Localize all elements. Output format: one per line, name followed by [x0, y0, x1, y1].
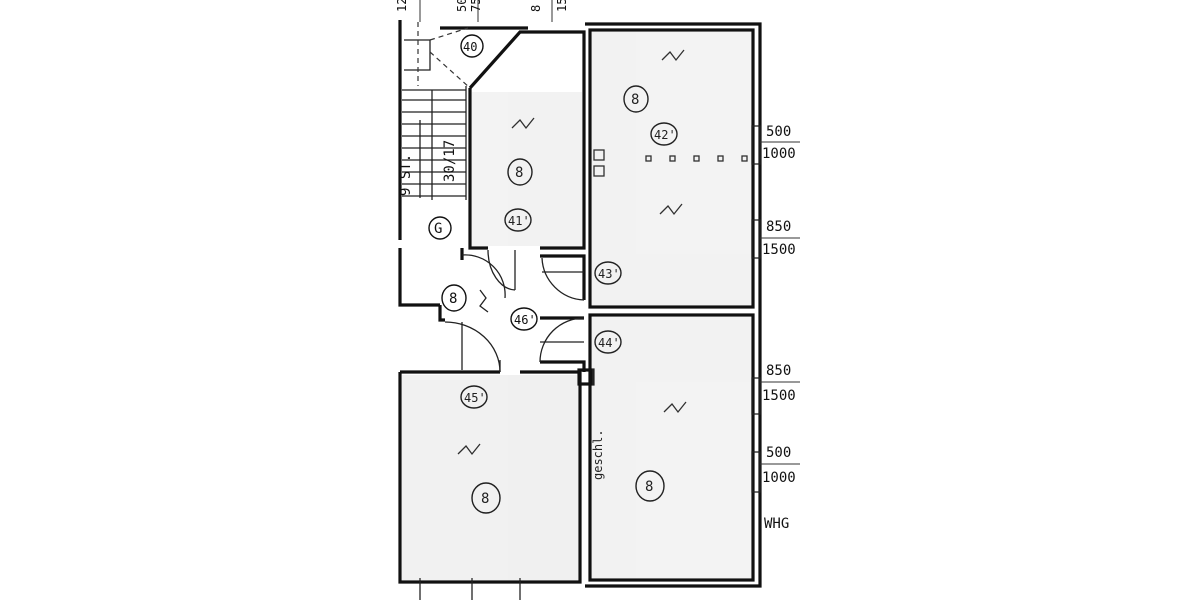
paper-texture — [402, 32, 751, 580]
tag-circle-bottom-left — [460, 385, 488, 409]
tag-circle-storage — [460, 34, 484, 58]
wall-room-bottom-left — [398, 370, 582, 584]
floor-tag-bottom-left: 8 — [481, 491, 489, 507]
window-dimensions: 500 1000 850 1500 850 1500 500 1000 WHG — [762, 124, 796, 532]
floor-tag-top-right: 8 — [631, 92, 639, 108]
tag-room-top-right: 42' — [654, 128, 676, 142]
top-dim-3: 75 — [469, 0, 483, 12]
wall-room-bottom-right — [588, 313, 755, 582]
floor-tag-middle-room: 8 — [515, 165, 523, 181]
vent-shaft-2 — [593, 165, 605, 177]
tag-bottom-left: 45' — [464, 391, 486, 405]
tag-circle-stair — [428, 216, 452, 240]
top-dim-1: 12 — [395, 0, 409, 12]
wall-room-top-right — [588, 28, 755, 309]
wall-room-middle — [468, 30, 586, 250]
window-dim-2-top: 850 — [766, 219, 791, 235]
tag-storage: 40 — [463, 40, 477, 54]
tag-door-bottom-right: 44' — [598, 336, 620, 350]
dotted-partition — [645, 155, 748, 162]
window-dim-3-bottom: 1500 — [762, 388, 796, 404]
tag-circle-hall — [510, 307, 538, 331]
tag-circle-door-top-right — [594, 261, 622, 285]
floor-tag-bottom-right: 8 — [645, 479, 653, 495]
floor-tag-hall: 8 — [449, 291, 457, 307]
top-dimension-ticks — [419, 0, 553, 22]
wall-room-middle-left — [468, 88, 488, 250]
staircase: 9 ST. 30/17 — [398, 22, 471, 200]
top-dim-2: 50 — [455, 0, 469, 12]
unit-label: WHG — [764, 516, 789, 532]
tag-stair: G — [434, 221, 442, 237]
stair-code: 9 ST. — [398, 154, 414, 196]
stair-size: 30/17 — [442, 140, 458, 182]
tag-circle-door-bottom-right — [594, 330, 622, 354]
tag-circle-corridor-room — [504, 208, 532, 232]
wall-hall-step — [438, 305, 445, 322]
window-dim-4-top: 500 — [766, 445, 791, 461]
window-dim-4-bottom: 1000 — [762, 470, 796, 486]
window-dim-2-bottom: 1500 — [762, 242, 796, 258]
doors — [444, 249, 585, 373]
tag-door-top-right: 43' — [598, 267, 620, 281]
wall-outer-right — [585, 22, 762, 588]
tag-hall: 46' — [514, 313, 536, 327]
window-dim-3-top: 850 — [766, 363, 791, 379]
windows — [419, 125, 800, 600]
top-dim-5: 15 — [555, 0, 569, 12]
room-tags: 40 41' 42' 43' 44' 45' 46' G — [428, 34, 678, 409]
window-dim-1-bottom: 1000 — [762, 146, 796, 162]
vent-shaft-1 — [593, 149, 605, 161]
wall-hall-right-top — [540, 254, 586, 300]
wall-hall-left — [398, 248, 440, 307]
tag-corridor-room: 41' — [508, 214, 530, 228]
window-dim-1-top: 500 — [766, 124, 791, 140]
top-dim-4: 8 — [529, 5, 543, 12]
chimney — [577, 368, 595, 386]
top-dimensions: 12 50 75 8 15 — [395, 0, 569, 12]
tag-circle-room-top-right — [650, 122, 678, 146]
floor-tags: 8 8 8 8 8 — [441, 85, 665, 514]
wall-note: geschl. — [591, 429, 605, 480]
walls — [398, 20, 762, 588]
finish-symbols — [457, 49, 687, 456]
